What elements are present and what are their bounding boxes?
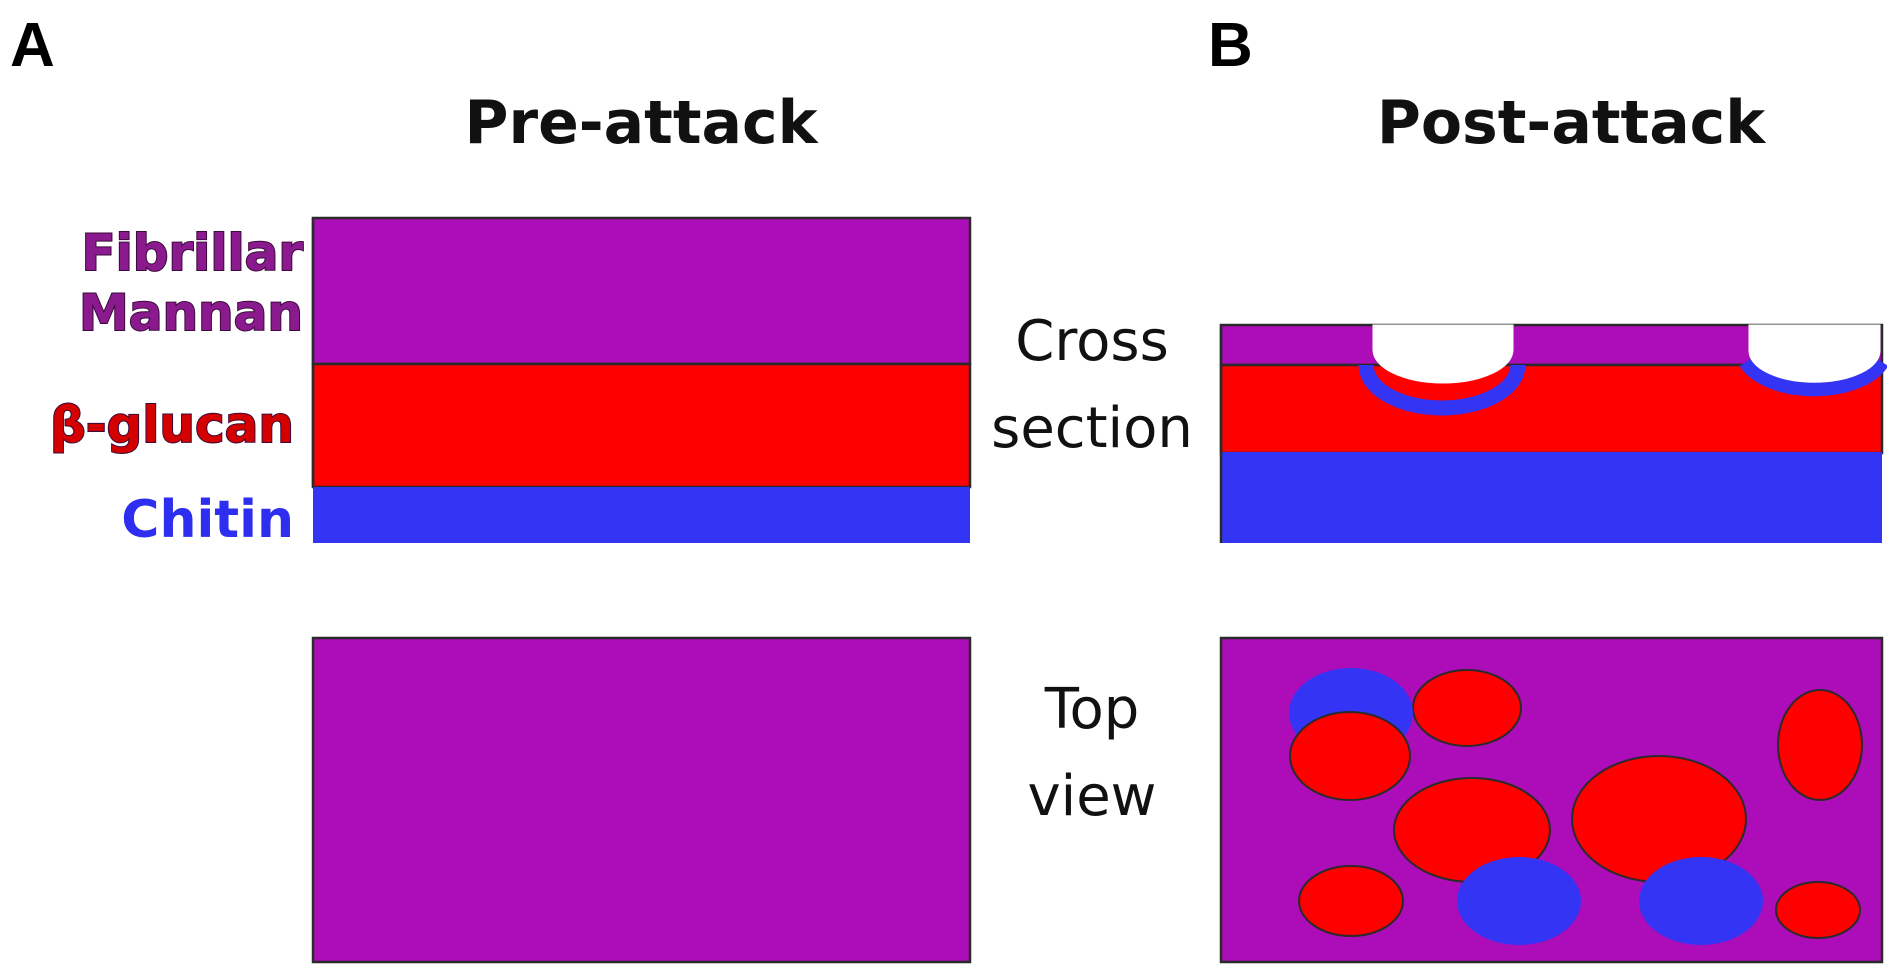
exposed-glucan-patch — [1289, 711, 1411, 801]
exposed-glucan-patch — [1775, 881, 1861, 939]
exposed-glucan-patch — [1298, 865, 1404, 937]
exposed-glucan-patch — [1777, 689, 1863, 801]
pre-attack-cross-section — [311, 216, 972, 543]
top-view-label-line2: view — [1028, 764, 1157, 829]
pre-attack-title: Pre-attack — [465, 88, 820, 158]
pre-chitin-layer — [313, 487, 970, 543]
chitin-label: Chitin — [121, 490, 294, 550]
exposed-chitin-patch — [1457, 857, 1581, 945]
pit-1 — [1372, 324, 1514, 384]
fibrillar-mannan-label-line1: Fibrillar — [81, 224, 303, 282]
fibrillar-mannan-label-line2: Mannan — [79, 284, 303, 342]
exposed-chitin-arc-1 — [1358, 364, 1526, 416]
cross-section-label-line2: section — [991, 396, 1193, 461]
exposed-glucan-patch — [1412, 669, 1522, 747]
top-view-label-line1: Top — [1044, 677, 1140, 742]
beta-glucan-label: β-glucan — [50, 396, 294, 454]
exposed-chitin-arc-2 — [1739, 357, 1887, 397]
pit-2 — [1748, 324, 1881, 383]
panel-letter-a: A — [10, 11, 55, 80]
pre-mannan-layer — [311, 216, 972, 366]
pre-attack-top-view — [311, 636, 972, 964]
post-attack-cross-section — [1219, 323, 1887, 543]
cross-section-label-line1: Cross — [1015, 309, 1169, 374]
post-chitin-layer — [1221, 452, 1882, 543]
post-attack-top-view — [1219, 636, 1884, 964]
exposed-chitin-patch — [1639, 857, 1763, 945]
pre-glucan-layer — [311, 362, 972, 489]
panel-letter-b: B — [1208, 11, 1253, 80]
post-attack-title: Post-attack — [1377, 88, 1767, 158]
